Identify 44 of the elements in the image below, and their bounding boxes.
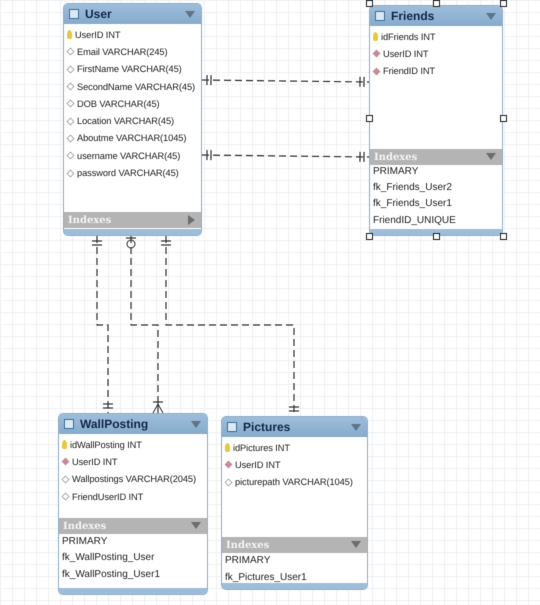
table-title: User bbox=[85, 7, 112, 21]
column-name: UserID INT bbox=[72, 456, 118, 467]
column-name: FirstName VARCHAR(45) bbox=[77, 64, 182, 74]
column-name: UserID INT bbox=[75, 30, 120, 40]
index-name: fk_WallPosting_User1 bbox=[62, 569, 160, 580]
table-box bbox=[58, 413, 208, 595]
column-name: idWallPosting INT bbox=[70, 440, 142, 450]
column-name: picturepath VARCHAR(1045) bbox=[235, 477, 353, 488]
index-name: PRIMARY bbox=[225, 555, 270, 566]
table-box bbox=[221, 416, 368, 590]
column-name: Aboutme VARCHAR(1045) bbox=[77, 133, 186, 144]
column-name: Location VARCHAR(45) bbox=[77, 116, 174, 126]
section-title: Indexes bbox=[225, 540, 270, 550]
column-name: UserID INT bbox=[383, 48, 428, 59]
section-title: Indexes bbox=[67, 214, 112, 226]
index-name: fk_WallPosting_User bbox=[62, 552, 154, 563]
index-name: fk_Friends_User2 bbox=[373, 182, 452, 193]
relationship-line bbox=[126, 236, 164, 414]
column-name: Wallpostings VARCHAR(2045) bbox=[72, 474, 196, 484]
relationship-line bbox=[202, 75, 369, 87]
table-title: WallPosting bbox=[80, 417, 148, 431]
column-name: SecondName VARCHAR(45) bbox=[77, 82, 196, 92]
relationship-line bbox=[92, 236, 113, 413]
column-name: idPictures INT bbox=[233, 442, 290, 453]
index-name: PRIMARY bbox=[373, 166, 418, 177]
index-name: FriendID_UNIQUE bbox=[373, 215, 456, 226]
table-box bbox=[369, 5, 503, 236]
relationship-line bbox=[202, 150, 369, 162]
column-name: FriendUserID INT bbox=[72, 492, 144, 502]
table-title: Pictures bbox=[243, 420, 290, 434]
column-name: idFriends INT bbox=[381, 32, 436, 42]
table-box bbox=[63, 3, 202, 236]
section-title: Indexes bbox=[62, 520, 106, 532]
column-name: password VARCHAR(45) bbox=[77, 168, 179, 178]
index-name: fk_Friends_User1 bbox=[373, 198, 452, 209]
column-name: Email VARCHAR(245) bbox=[77, 46, 168, 57]
section-title: Indexes bbox=[373, 152, 418, 162]
column-name: UserID INT bbox=[235, 460, 280, 470]
column-name: DOB VARCHAR(45) bbox=[77, 98, 160, 109]
index-name: fk_Pictures_User1 bbox=[225, 572, 307, 583]
table-title: Friends bbox=[391, 9, 434, 23]
column-name: username VARCHAR(45) bbox=[77, 150, 180, 161]
index-name: PRIMARY bbox=[62, 536, 108, 547]
column-name: FriendID INT bbox=[383, 66, 436, 76]
